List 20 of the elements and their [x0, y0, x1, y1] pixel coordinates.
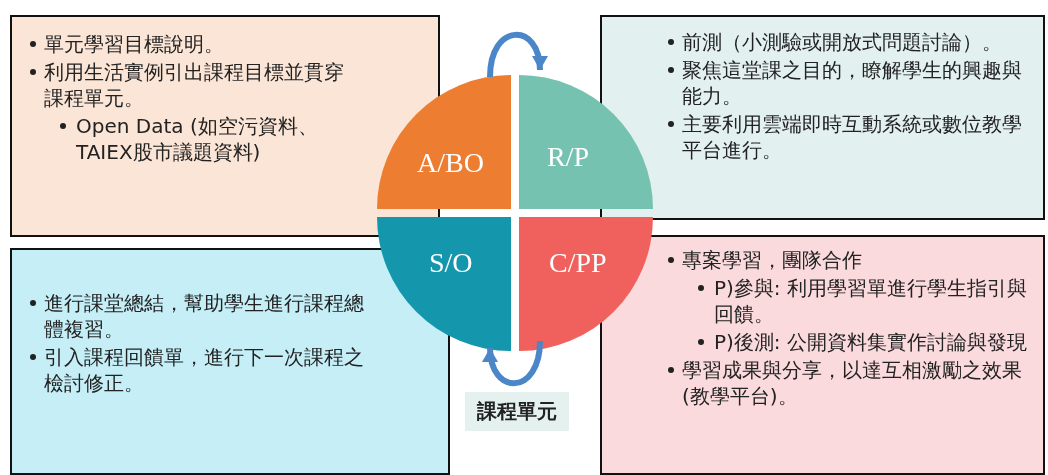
segment-label: R/P	[547, 141, 590, 173]
bullet-text: 單元學習目標說明。	[44, 32, 224, 56]
bullet-text: 利用生活實例引出課程目標並貫穿課程單元。	[44, 60, 344, 110]
segment-label: A/BO	[417, 147, 484, 179]
bullet-text: 引入課程回饋單，進行下一次課程之檢討修正。	[44, 345, 364, 395]
bullet-text: 聚焦這堂課之目的，瞭解學生的興趣與能力。	[682, 58, 1022, 108]
bullet-text: P)參與: 利用學習單進行學生指引與回饋。	[714, 276, 1027, 326]
bullet-text: 前測（小測驗或開放式問題討論）。	[682, 30, 1002, 54]
bullet-text: Open Data (如空污資料、TAIEX股市議題資料)	[76, 114, 318, 164]
bullet-text: 專案學習，團隊合作	[682, 248, 862, 272]
bullet-text: 進行課堂總結，幫助學生進行課程總體複習。	[44, 291, 364, 341]
segment-label: C/PP	[549, 247, 607, 279]
bullet-text: 主要利用雲端即時互動系統或數位教學平台進行。	[682, 112, 1022, 162]
text-panel	[600, 15, 1045, 220]
bullet-text: P)後測: 公開資料集實作討論與發現	[714, 330, 1027, 354]
segment-label: S/O	[429, 247, 473, 279]
unit-label: 課程單元	[465, 392, 569, 431]
bullet-text: 學習成果與分享，以達互相激勵之效果(教學平台)。	[682, 358, 1022, 408]
curved-arrow	[487, 31, 547, 78]
curved-arrow	[483, 340, 543, 387]
